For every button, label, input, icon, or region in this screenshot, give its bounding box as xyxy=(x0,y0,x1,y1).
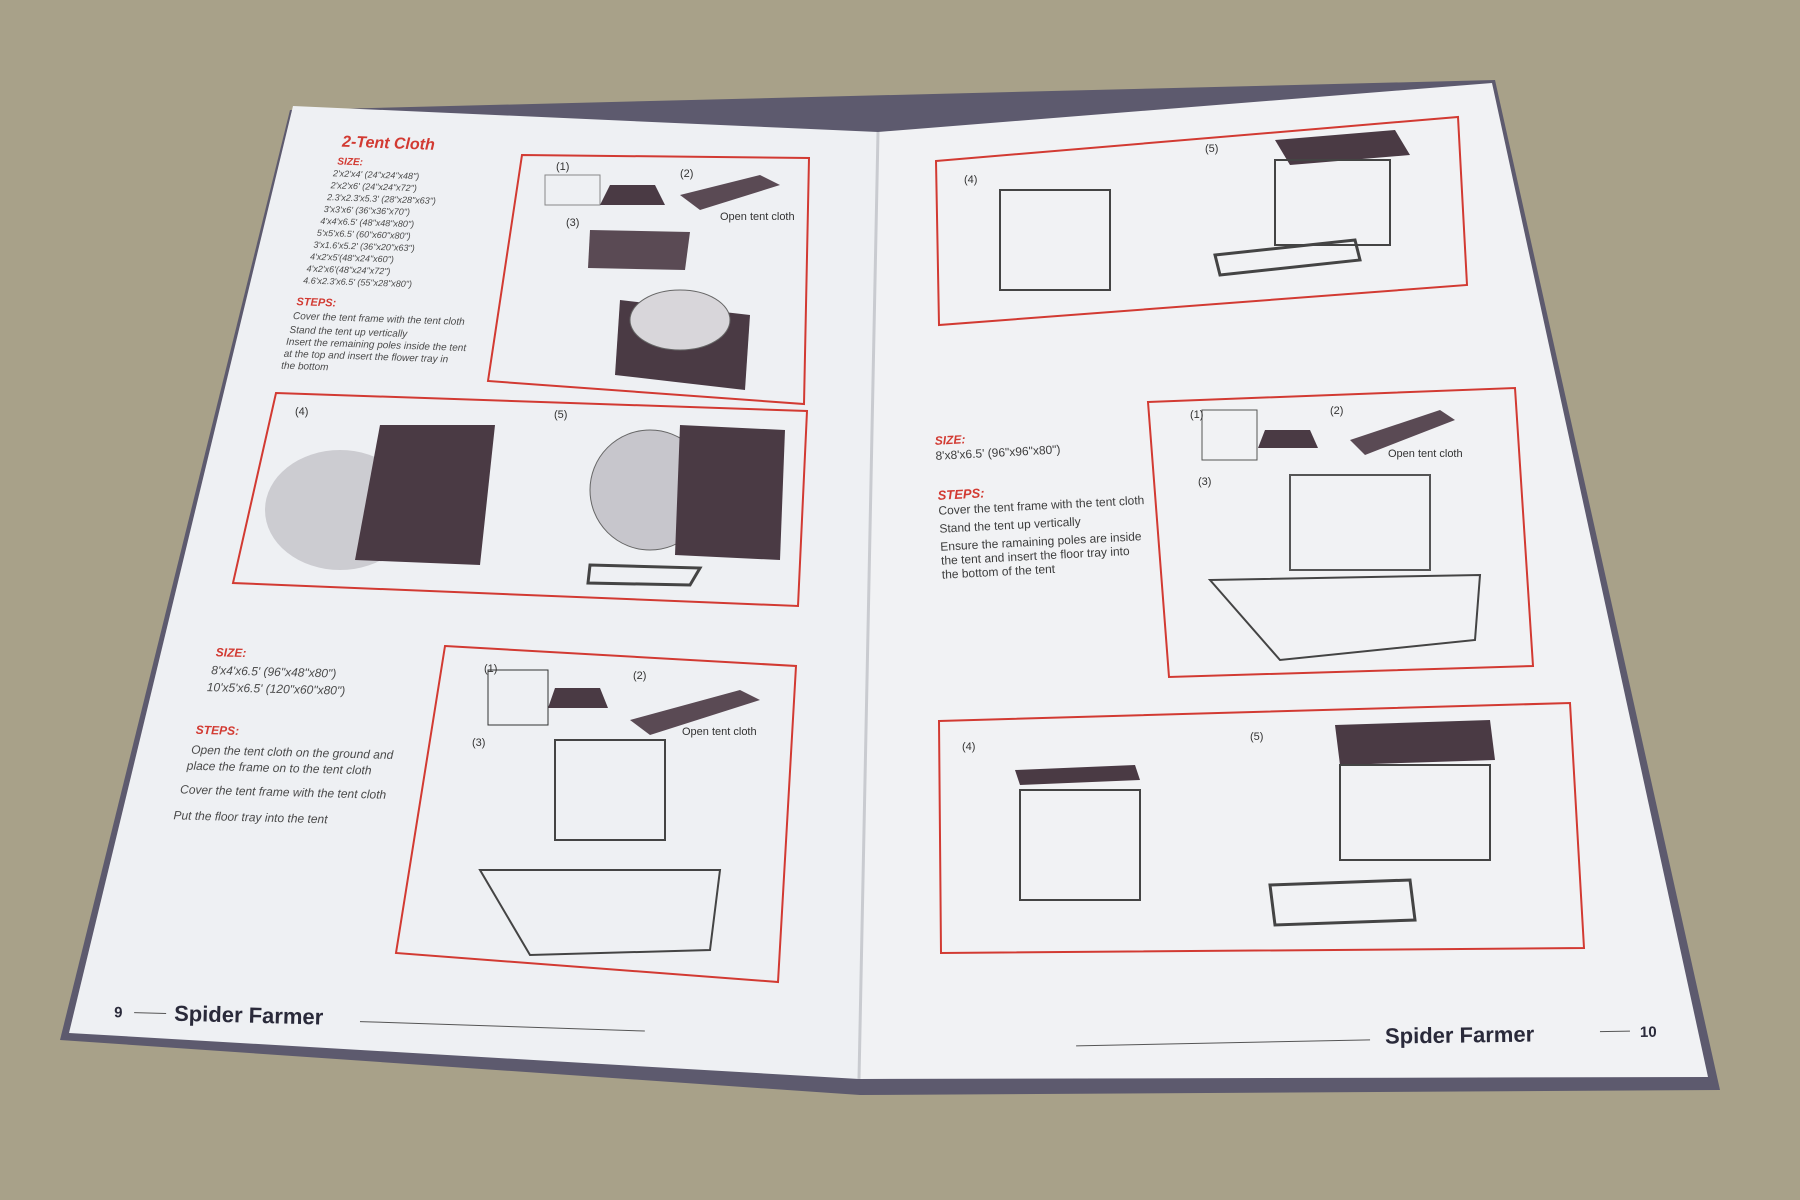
size-item: 4.6'x2.3'x6.5' (55"x28"x80") xyxy=(303,275,412,289)
step-label: (4) xyxy=(964,174,977,186)
tent-cloth-drawing xyxy=(600,185,665,205)
section-title: 2-Tent Cloth xyxy=(341,134,435,154)
size-label: SIZE: xyxy=(216,645,247,660)
step-text: the bottom of the tent xyxy=(941,562,1056,582)
tent-drawing xyxy=(355,425,495,565)
tent-drawing xyxy=(675,425,785,560)
size-label: SIZE: xyxy=(337,156,363,168)
size-item: 5'x5'x6.5' (60"x60"x80") xyxy=(317,228,411,241)
step-label: (1) xyxy=(1190,409,1203,421)
step-text: Open the tent cloth on the ground and xyxy=(191,743,394,762)
size-item: 3'x1.6'x5.2' (36"x20"x63") xyxy=(313,240,415,254)
step-label: (2) xyxy=(633,670,646,682)
step-label: (2) xyxy=(1330,405,1343,417)
diagram-box-right-top xyxy=(934,115,1469,327)
frame-drawing xyxy=(1339,764,1491,861)
step-label: (4) xyxy=(962,741,975,753)
floor-tray-drawing xyxy=(586,563,703,587)
step-text: Stand the tent up vertically xyxy=(289,325,408,340)
tent-drawing xyxy=(588,230,690,270)
tent-cloth-open-drawing xyxy=(680,175,780,210)
brand-logo: Spider Farmer xyxy=(174,1001,324,1030)
size-item: 2'x2'x4' (24"x24"x48") xyxy=(332,168,420,181)
size-item: 4'x2'x5'(48"x24"x60") xyxy=(310,252,394,265)
size-item: 3'x3'x6' (36"x36"x70") xyxy=(324,204,411,217)
footer-rule xyxy=(359,1021,645,1032)
left-bottom-text: SIZE: 8'x4'x6.5' (96"x48"x80") 10'x5'x6.… xyxy=(173,645,394,826)
frame-drawing xyxy=(487,669,549,726)
right-page xyxy=(859,83,1708,1079)
step-label: (5) xyxy=(1205,143,1218,155)
step-label: (3) xyxy=(1198,476,1211,488)
frame-drawing xyxy=(1289,474,1431,571)
left-top-text: 2-Tent Cloth SIZE: 2'x2'x4' (24"x24"x48"… xyxy=(281,134,467,374)
step-text: the bottom xyxy=(281,361,329,374)
step-label: (5) xyxy=(1250,731,1263,743)
footer-rule xyxy=(1076,1039,1371,1047)
size-item: 2.3'x2.3'x5.3' (28"x28"x63") xyxy=(326,192,436,206)
steps-label: STEPS: xyxy=(196,723,240,738)
frame-drawing xyxy=(1201,409,1258,461)
step-label: (5) xyxy=(554,409,567,421)
tent-cloth-open-drawing xyxy=(1350,410,1455,455)
frame-drawing xyxy=(1274,159,1391,246)
page-number: 9 xyxy=(114,1004,123,1021)
step-text: place the frame on to the tent cloth xyxy=(186,759,372,778)
diagram-box-steps-4-5 xyxy=(231,391,809,608)
frame-drawing xyxy=(1019,789,1141,901)
tent-cloth-drawing xyxy=(548,688,608,708)
step-text: Put the floor tray into the tent xyxy=(173,808,328,826)
size-item: 10'x5'x6.5' (120"x60"x80") xyxy=(207,680,346,698)
diagram-box-large-tent xyxy=(394,644,798,984)
floor-tray-drawing xyxy=(1213,238,1362,277)
floor-tray-drawing xyxy=(1268,878,1417,927)
left-footer: 9 Spider Farmer xyxy=(114,1001,645,1032)
step-label: (2) xyxy=(680,168,693,180)
steps-label: STEPS: xyxy=(937,485,985,502)
step-label: (3) xyxy=(566,217,579,229)
spine xyxy=(857,131,880,1080)
step-label: (1) xyxy=(556,161,569,173)
frame-drawing xyxy=(999,189,1111,291)
open-tent-cloth-label: Open tent cloth xyxy=(1388,448,1463,460)
size-item: 4'x2'x6'(48"x24"x72") xyxy=(306,263,390,276)
step-label: (4) xyxy=(295,406,308,418)
frame-drawing xyxy=(544,174,601,206)
open-tent-cloth-label: Open tent cloth xyxy=(720,211,795,223)
footer-rule xyxy=(134,1012,167,1014)
page-number: 10 xyxy=(1640,1024,1657,1041)
size-item: 2'x2'x6' (24"x24"x72") xyxy=(329,180,417,193)
diagram-box-right-middle xyxy=(1146,386,1535,679)
size-item: 8'x4'x6.5' (96"x48"x80") xyxy=(211,663,336,680)
tent-drawing xyxy=(1275,130,1410,165)
tent-roof-drawing xyxy=(1015,765,1140,785)
right-footer: Spider Farmer 10 xyxy=(1076,1022,1657,1049)
tent-cloth-flat-drawing xyxy=(1207,573,1482,662)
steps-label: STEPS: xyxy=(296,296,336,309)
tent-illustrations xyxy=(265,130,1495,957)
diagram-box-right-bottom xyxy=(937,701,1586,955)
step-text: Cover the tent frame with the tent cloth xyxy=(180,782,387,801)
tent-cloth-open-drawing xyxy=(630,690,760,735)
step-label: (3) xyxy=(472,737,485,749)
tent-door-drawing xyxy=(629,289,731,351)
tent-drawing xyxy=(1335,720,1495,765)
frame-drawing xyxy=(554,739,666,841)
tent-cloth-drawing xyxy=(1258,430,1318,448)
diagram-box-steps-1-3 xyxy=(486,153,811,406)
tent-cloth-flat-drawing xyxy=(478,869,722,957)
open-tent-cloth-label: Open tent cloth xyxy=(682,726,757,738)
step-label: (1) xyxy=(484,663,497,675)
size-item: 4'x4'x6.5' (48"x48"x80") xyxy=(320,216,414,229)
size-label: SIZE: xyxy=(934,432,965,448)
brand-logo: Spider Farmer xyxy=(1385,1022,1535,1049)
size-item: 8'x8'x6.5' (96"x96"x80") xyxy=(935,442,1061,463)
